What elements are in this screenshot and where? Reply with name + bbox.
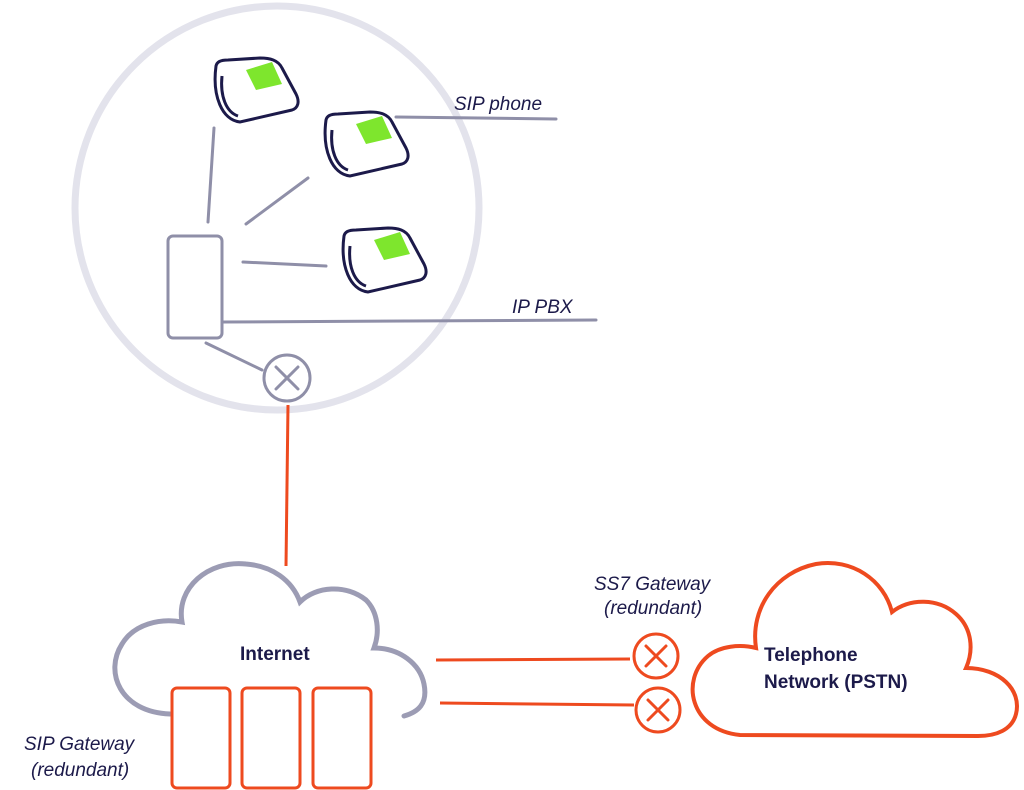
pstn-label-line1: Telephone: [764, 645, 858, 666]
lan-links: [204, 115, 598, 372]
sip-phone-icon: [213, 56, 300, 124]
ip-pbx-icon: [166, 234, 224, 340]
gateway-icon: [262, 353, 312, 403]
sip-phone-icon: [341, 226, 428, 294]
internet-label: Internet: [240, 644, 310, 665]
lan-boundary: [71, 2, 483, 414]
rack-icon: [240, 686, 302, 790]
gateway-icon: [634, 686, 682, 734]
rack-icon: [170, 686, 232, 790]
ip-pbx-label: IP PBX: [512, 297, 574, 318]
pstn-label-line2: Network (PSTN): [764, 672, 908, 693]
gateway-icon: [632, 632, 680, 680]
sip-phone-label: SIP phone: [454, 94, 542, 115]
ss7-gateway-sublabel: (redundant): [604, 598, 702, 619]
trunk-lines: [435, 657, 635, 707]
sip-phone-icon: [323, 110, 410, 178]
sip-gateway-label: SIP Gateway: [24, 734, 136, 755]
uplink-line: [284, 404, 290, 567]
sip-gateway-sublabel: (redundant): [31, 760, 129, 781]
cloud-icon: [690, 561, 1019, 739]
rack-icon: [311, 686, 373, 790]
sip-gateway-racks: [170, 686, 373, 790]
cloud-icon: [112, 561, 428, 719]
ss7-gateway-label: SS7 Gateway: [594, 574, 712, 595]
